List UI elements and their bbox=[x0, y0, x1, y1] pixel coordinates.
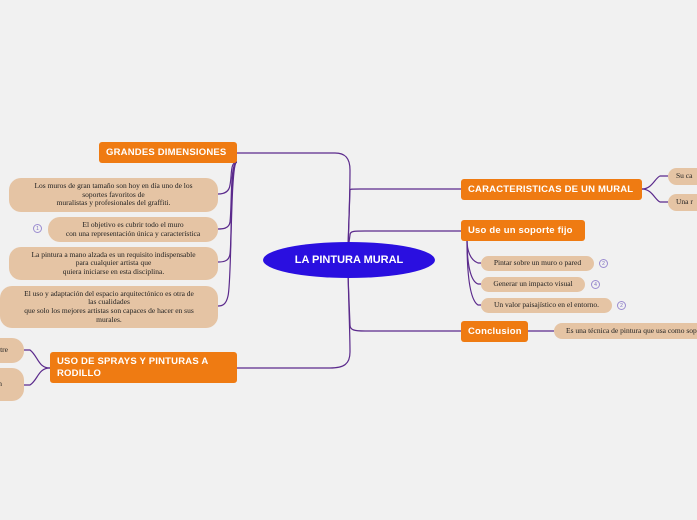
count-badge[interactable]: 2 bbox=[617, 301, 626, 310]
topic-soporte-fijo[interactable]: Uso de un soporte fijo bbox=[461, 220, 585, 241]
topic-conclusion[interactable]: Conclusion bbox=[461, 321, 528, 342]
subtopic-sprays-1[interactable]: tre bbox=[0, 338, 24, 363]
subtopic-sprays-2[interactable]: n bbox=[0, 368, 24, 401]
subtopic-label: Su ca bbox=[676, 171, 693, 181]
subtopic-valor-paisajistico[interactable]: Un valor paisajístico en el entorno. bbox=[481, 298, 612, 313]
count-badge[interactable]: 2 bbox=[599, 259, 608, 268]
subtopic-label: Un valor paisajístico en el entorno. bbox=[494, 300, 599, 310]
subtopic-label: El objetivo es cubrir todo el muro con u… bbox=[65, 219, 201, 238]
subtopic-label: La pintura a mano alzada es un requisito… bbox=[31, 249, 196, 276]
subtopic-label: Generar un impacto visual bbox=[493, 279, 573, 289]
subtopic-label: tre bbox=[0, 345, 8, 355]
topic-label: CARACTERISTICAS DE UN MURAL bbox=[468, 184, 634, 195]
topic-label: Uso de un soporte fijo bbox=[468, 225, 573, 236]
subtopic-pintura-mano-alzada[interactable]: La pintura a mano alzada es un requisito… bbox=[9, 247, 218, 280]
topic-label: GRANDES DIMENSIONES bbox=[106, 147, 227, 158]
topic-label: USO DE SPRAYS Y PINTURAS A RODILLO bbox=[57, 355, 209, 379]
topic-label: Conclusion bbox=[468, 326, 522, 337]
subtopic-muros-gran-tamano[interactable]: Los muros de gran tamaño son hoy en día … bbox=[9, 178, 218, 212]
badge-count: 4 bbox=[594, 281, 597, 288]
subtopic-label: Es una técnica de pintura que usa como s… bbox=[566, 325, 697, 335]
subtopic-label: El uso y adaptación del espacio arquitec… bbox=[24, 288, 194, 324]
badge-count: 2 bbox=[602, 260, 605, 267]
topic-grandes-dimensiones[interactable]: GRANDES DIMENSIONES bbox=[99, 142, 237, 163]
count-badge[interactable]: 1 bbox=[33, 224, 42, 233]
subtopic-label: Pintar sobre un muro o pared bbox=[493, 258, 582, 268]
subtopic-caracteristicas-2[interactable]: Una r bbox=[668, 194, 697, 211]
subtopic-label: Los muros de gran tamaño son hoy en día … bbox=[34, 181, 193, 208]
subtopic-espacio-arquitectonico[interactable]: El uso y adaptación del espacio arquitec… bbox=[0, 286, 218, 328]
subtopic-impacto-visual[interactable]: Generar un impacto visual bbox=[481, 277, 585, 292]
topic-caracteristicas[interactable]: CARACTERISTICAS DE UN MURAL bbox=[461, 179, 642, 200]
root-label: LA PINTURA MURAL bbox=[294, 254, 404, 266]
root-node[interactable]: LA PINTURA MURAL bbox=[263, 242, 435, 278]
subtopic-pintar-muro[interactable]: Pintar sobre un muro o pared bbox=[481, 256, 594, 271]
badge-count: 1 bbox=[36, 225, 39, 232]
subtopic-label: Una r bbox=[676, 197, 693, 207]
badge-count: 2 bbox=[620, 302, 623, 309]
topic-uso-sprays[interactable]: USO DE SPRAYS Y PINTURAS A RODILLO bbox=[50, 352, 237, 383]
count-badge[interactable]: 4 bbox=[591, 280, 600, 289]
subtopic-label: n bbox=[0, 379, 2, 389]
subtopic-conclusion-1[interactable]: Es una técnica de pintura que usa como s… bbox=[554, 323, 697, 339]
subtopic-caracteristicas-1[interactable]: Su ca bbox=[668, 168, 697, 185]
subtopic-objetivo-cubrir[interactable]: El objetivo es cubrir todo el muro con u… bbox=[48, 217, 218, 242]
